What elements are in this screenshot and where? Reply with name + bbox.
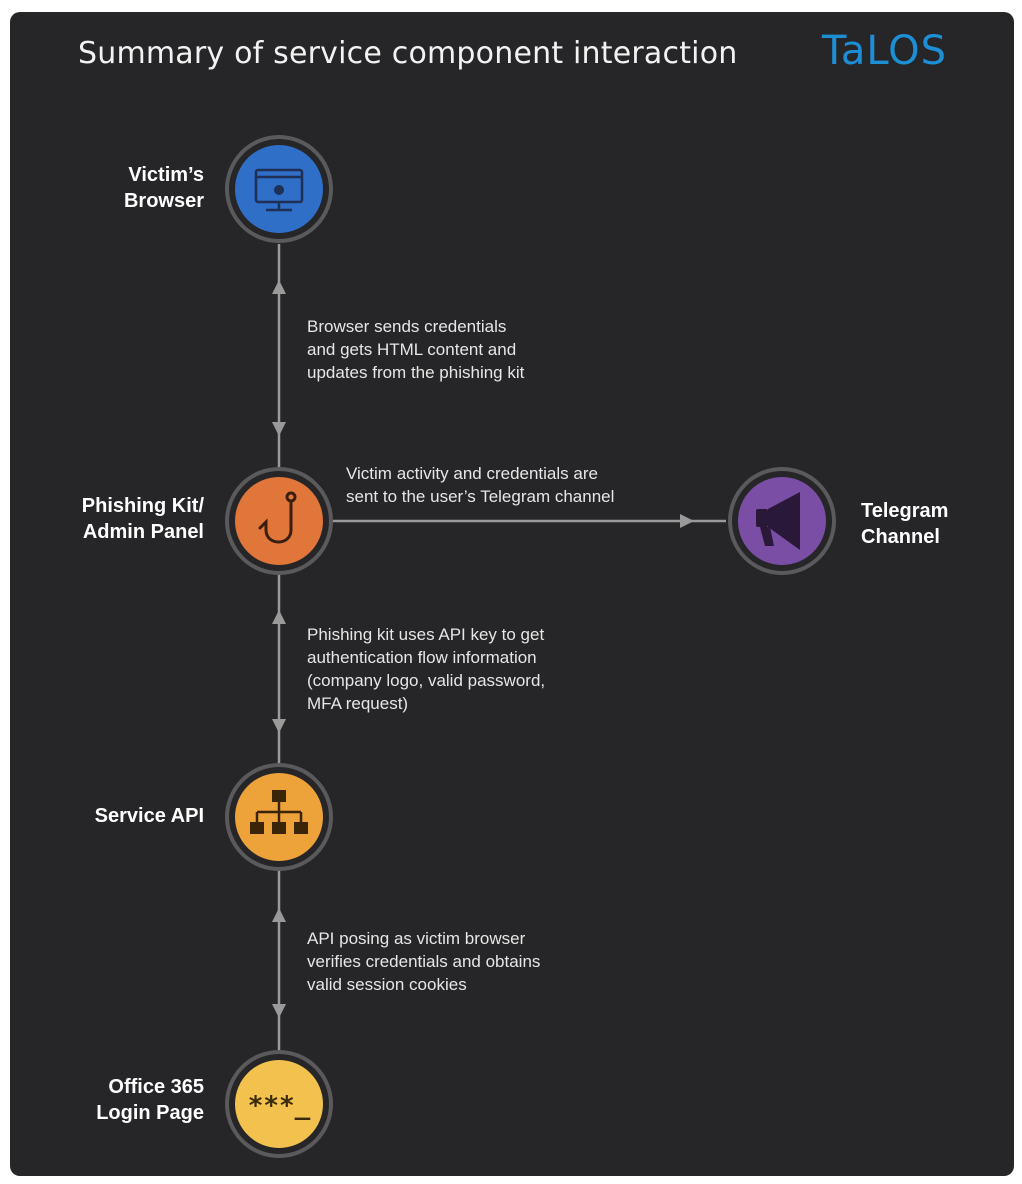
connector-kit-api (272, 574, 286, 764)
node-telegram (728, 467, 836, 575)
label-service-api: Service API (94, 805, 204, 827)
label-office365: Office 365 Login Page (96, 1076, 204, 1124)
node-service-api (225, 763, 333, 871)
fishing-hook-icon (258, 491, 297, 544)
monitor-icon (254, 168, 304, 212)
node-phishing-kit-circle (235, 477, 323, 565)
connector-kit-telegram (332, 514, 726, 528)
arrow-right (680, 514, 694, 528)
arrow-down (272, 1004, 286, 1018)
node-browser (225, 135, 333, 243)
flow-diagram: ***_ (225, 135, 836, 1158)
edge-label-api-office: API posing as victim browser verifies cr… (307, 929, 541, 994)
megaphone-icon (756, 492, 800, 550)
arrow-up (272, 280, 286, 294)
edge-label-browser-kit: Browser sends credentials and gets HTML … (307, 317, 525, 382)
connector-browser-kit (272, 244, 286, 467)
label-phishing-kit: Phishing Kit/ Admin Panel (81, 495, 204, 543)
arrow-down (272, 422, 286, 436)
arrow-down (272, 719, 286, 733)
label-browser: Victim’s Browser (123, 164, 204, 212)
arrow-up (272, 610, 286, 624)
password-icon: ***_ (248, 1091, 311, 1121)
label-telegram: Telegram Channel (861, 500, 949, 548)
node-office365-circle (235, 1060, 323, 1148)
edge-label-kit-api: Phishing kit uses API key to get authent… (307, 625, 546, 713)
arrow-up (272, 908, 286, 922)
diagram-panel: Summary of service component interaction… (10, 12, 1014, 1176)
node-office365: ***_ (225, 1050, 333, 1158)
edge-label-kit-telegram: Victim activity and credentials are sent… (346, 464, 615, 506)
connector-api-office (272, 870, 286, 1052)
talos-logo: TaLOS (822, 28, 948, 74)
org-chart-icon (250, 790, 308, 834)
diagram-title: Summary of service component interaction (78, 36, 738, 71)
node-phishing-kit (225, 467, 333, 575)
